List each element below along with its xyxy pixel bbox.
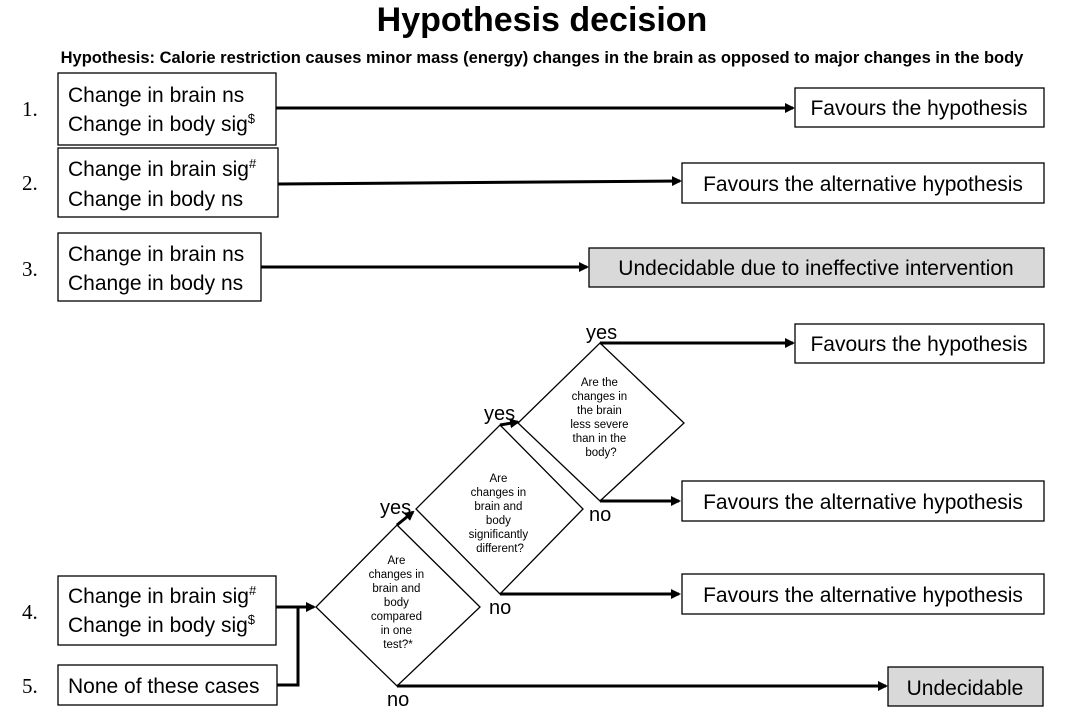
outcome-7-label: Undecidable	[907, 677, 1024, 700]
svg-text:Change in brain ns: Change in brain ns	[68, 84, 244, 107]
outcome-2-label: Favours the alternative hypothesis	[703, 173, 1023, 196]
svg-text:Change in body ns: Change in body ns	[68, 188, 243, 211]
outcome-5-label: Favours the alternative hypothesis	[703, 491, 1023, 514]
case-2-line2: Change in body ns	[68, 188, 243, 211]
case-1-line2-sup: $	[248, 111, 256, 126]
case-1-line2: Change in body sig	[68, 113, 248, 136]
arrow-d1-yes	[396, 510, 415, 527]
outcome-3-label: Undecidable due to ineffective intervent…	[618, 257, 1013, 280]
hypothesis-statement: Hypothesis: Calorie restriction causes m…	[61, 49, 1025, 67]
outcome-1-box: Favours the hypothesis	[794, 87, 1045, 128]
svg-text:Change in body ns: Change in body ns	[68, 272, 243, 295]
page-title: Hypothesis decision	[377, 1, 708, 39]
case-3-number: 3.	[22, 257, 38, 281]
svg-text:Change in brain ns: Change in brain ns	[68, 243, 244, 266]
outcome-2-box: Favours the alternative hypothesis	[681, 162, 1045, 204]
decision-1-no-label: no	[387, 689, 409, 710]
case-5-number: 5.	[22, 674, 38, 698]
case-4-box: Change in brain sig# Change in body sig$	[57, 575, 277, 646]
case-2-line1-sup: #	[249, 156, 257, 171]
case-2-number: 2.	[22, 171, 38, 195]
case-1-line1: Change in brain ns	[68, 84, 244, 107]
case-5-line1: None of these cases	[68, 675, 259, 698]
arrow-case2-outcome	[277, 176, 682, 187]
outcome-4-box: Favours the hypothesis	[794, 323, 1045, 364]
decision-3-no-label: no	[589, 504, 611, 526]
decision-3-yes-label: yes	[586, 322, 617, 344]
case-1-number: 1.	[22, 97, 38, 121]
svg-text:Are the changes in: Are the changes in the brain less severe…	[570, 377, 631, 459]
case-5-box: None of these cases	[57, 664, 278, 706]
case-4-number: 4.	[22, 600, 38, 624]
outcome-4-label: Favours the hypothesis	[810, 333, 1027, 356]
case-3-line1: Change in brain ns	[68, 243, 244, 266]
outcome-3-box: Undecidable due to ineffective intervent…	[588, 247, 1045, 288]
decision-1-yes-label: yes	[380, 497, 411, 519]
decision-1-diamond: Are changes in brain and body compared i…	[315, 524, 481, 687]
arrow-d2-yes	[499, 418, 520, 429]
decision-3-diamond: Are the changes in the brain less severe…	[517, 342, 685, 502]
case-4-line2-sup: $	[248, 612, 256, 627]
svg-text:Are changes in bra: Are changes in brain and body significan…	[469, 473, 532, 555]
case-1-box: Change in brain ns Change in body sig$	[57, 72, 277, 146]
outcome-6-label: Favours the alternative hypothesis	[703, 584, 1023, 607]
svg-text:Change in body sig$: Change in body sig$	[68, 111, 256, 136]
case-3-box: Change in brain ns Change in body ns	[57, 232, 262, 302]
case-4-line1-sup: #	[249, 583, 257, 598]
case-2-line1: Change in brain sig	[68, 158, 249, 181]
case-4-line2: Change in body sig	[68, 614, 248, 637]
decision-2-no-label: no	[489, 597, 511, 619]
decision-2-yes-label: yes	[484, 403, 515, 425]
outcome-6-box: Favours the alternative hypothesis	[681, 573, 1045, 615]
case-4-line1: Change in brain sig	[68, 585, 249, 608]
svg-text:Are changes in bra: Are changes in brain and body compared i…	[369, 555, 428, 651]
outcome-5-box: Favours the alternative hypothesis	[681, 480, 1045, 522]
case-2-box: Change in brain sig# Change in body ns	[57, 147, 279, 218]
svg-text:Change in brain sig#: Change in brain sig#	[68, 156, 257, 181]
outcome-1-label: Favours the hypothesis	[810, 97, 1027, 120]
connector-case5	[277, 607, 300, 687]
outcome-7-box: Undecidable	[887, 666, 1044, 707]
svg-text:Change in brain sig#: Change in brain sig#	[68, 583, 257, 608]
svg-text:Change in body sig$: Change in body sig$	[68, 612, 256, 637]
case-3-line2: Change in body ns	[68, 272, 243, 295]
